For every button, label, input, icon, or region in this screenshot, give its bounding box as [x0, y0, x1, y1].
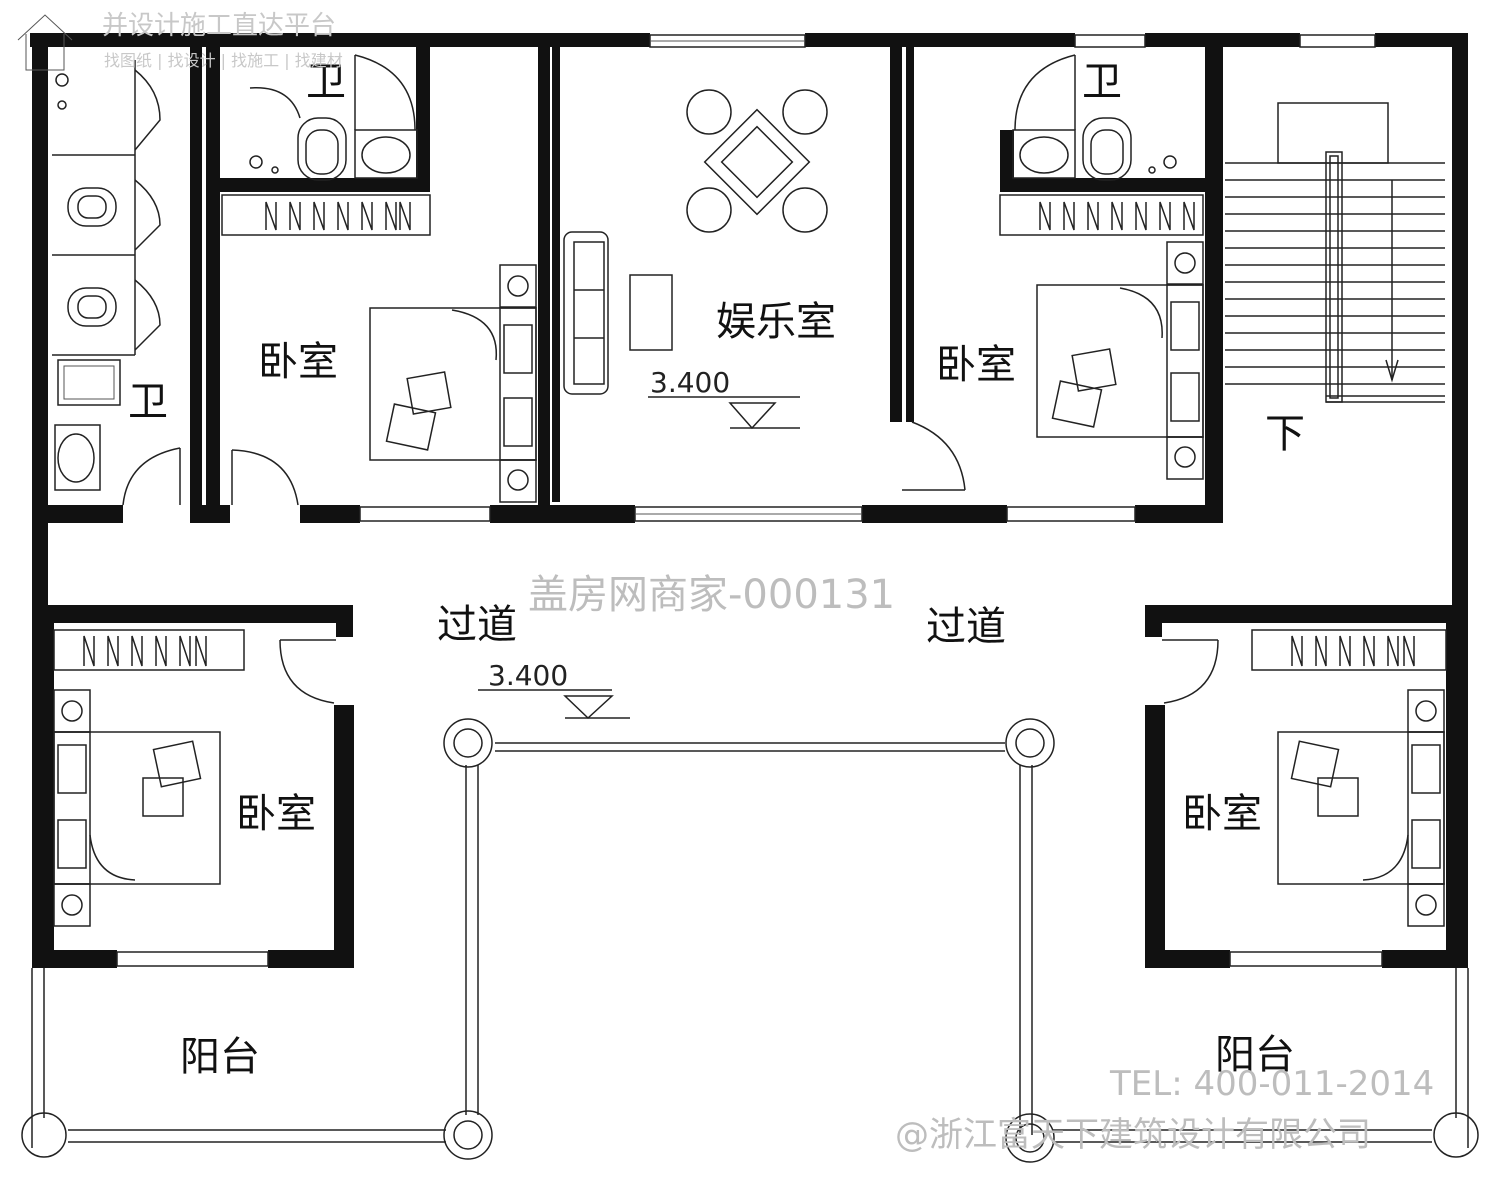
label-bedroom-lower-right: 卧室	[1182, 791, 1262, 837]
label-balcony-right: 阳台	[1215, 1032, 1295, 1078]
label-bedroom-lower-left: 卧室	[236, 791, 316, 837]
top-right-bathroom	[1000, 54, 1205, 192]
watermark-tel: TEL: 400-011-2014	[1109, 1064, 1434, 1104]
label-bedroom-upper-left: 卧室	[258, 339, 338, 385]
label-recreation-room: 娱乐室	[716, 299, 836, 345]
label-stair-down: 下	[1265, 411, 1305, 457]
left-bath-fixtures	[52, 60, 181, 506]
balcony-railings	[21, 689, 1479, 1163]
watermark-center: 盖房网商家-000131	[528, 572, 895, 618]
lower-right-bedroom	[1162, 623, 1452, 950]
lower-left-bedroom	[48, 623, 336, 950]
staircase	[1225, 102, 1445, 403]
logo-watermark	[17, 14, 73, 71]
watermark-company: @浙江富天下建筑设计有限公司	[895, 1115, 1371, 1155]
level-corridor: 3.400	[488, 659, 568, 692]
upper-right-bedroom	[999, 194, 1204, 480]
top-left-bathroom	[220, 47, 430, 192]
label-bathroom-top-left: 卫	[306, 59, 346, 105]
label-bedroom-upper-right: 卧室	[936, 342, 1016, 388]
upper-left-bedroom	[221, 194, 537, 506]
recreation-room-furniture	[563, 89, 966, 491]
label-corridor-right: 过道	[926, 604, 1006, 650]
level-recreation: 3.400	[650, 366, 730, 399]
label-balcony-left: 阳台	[180, 1034, 260, 1080]
label-bathroom-left: 卫	[128, 379, 168, 425]
watermark-links: 找图纸 | 找设计 | 找施工 | 找建材	[104, 51, 343, 70]
walls	[30, 33, 1468, 968]
label-corridor-left: 过道	[437, 602, 517, 648]
watermark-platform: 并设计施工直达平台	[102, 11, 336, 41]
label-bathroom-top-right: 卫	[1082, 59, 1122, 105]
